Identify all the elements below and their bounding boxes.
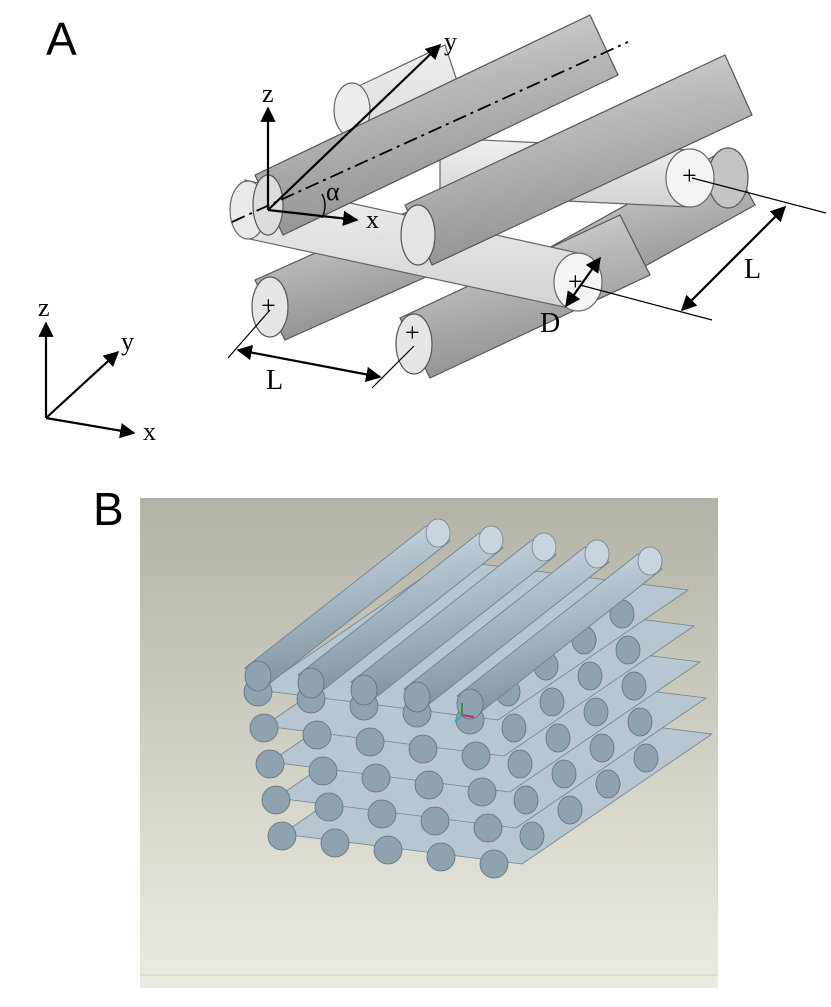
rod-end-cap [545, 723, 571, 753]
rod-lattice-diagram [229, 14, 756, 379]
rod-end-cap [557, 795, 583, 825]
rendered-rod-lattice [243, 518, 714, 879]
rod-end-cap [637, 546, 663, 576]
rod-end-cap [501, 713, 527, 743]
rod-end-cap [584, 539, 610, 569]
angle-arc [321, 193, 326, 219]
view-triad [454, 703, 475, 723]
rod-end-cap [589, 733, 615, 763]
rod-end-cap [420, 806, 450, 836]
rod-end-cap [577, 661, 603, 691]
rod-end-cap [267, 821, 297, 851]
rod-end-cap [467, 777, 497, 807]
rod-end-cap [408, 734, 438, 764]
rod-end-cap [308, 756, 338, 786]
rod-end-cap [478, 525, 504, 555]
rod-end-cap [456, 688, 484, 720]
local-y-label: y [444, 27, 457, 56]
dimensions: L D L [227, 177, 827, 396]
angle-alpha-label: α [326, 177, 340, 206]
rod-upper-right-dark [400, 54, 753, 266]
rod-end-cap [367, 799, 397, 829]
center-mark: + [682, 161, 697, 190]
local-x-label: x [366, 205, 379, 234]
rod-end-cap [403, 681, 431, 713]
rod-end-cap [627, 707, 653, 737]
rod-end-cap [513, 785, 539, 815]
rod-end-cap [255, 749, 285, 779]
global-y-axis [45, 350, 120, 419]
global-z-label: z [38, 293, 50, 322]
rod-end-cap [373, 835, 403, 865]
global-x-label: x [143, 417, 156, 446]
render-viewport [140, 498, 718, 988]
rod-end-cap [479, 849, 509, 879]
rod-end-cap [244, 660, 272, 692]
centerline [231, 41, 629, 223]
rod-end-cap [361, 763, 391, 793]
front-spacing-label: L [266, 365, 283, 396]
rod-end-cap [320, 828, 350, 858]
rod-end-cap [461, 741, 491, 771]
diameter-label: D [540, 308, 560, 339]
rod-end-cap [539, 687, 565, 717]
rod-end-cap [519, 821, 545, 851]
rod-end-cap [551, 759, 577, 789]
rod-end-cap [621, 671, 647, 701]
rod-end-cap [249, 713, 279, 743]
side-spacing-label: L [744, 254, 761, 285]
rod-end-cap [314, 792, 344, 822]
global-x-axis [45, 416, 136, 439]
front-spacing-line [236, 345, 382, 382]
center-mark: + [405, 318, 420, 347]
rod-end-cap [633, 743, 659, 773]
panel-a-label: A [46, 13, 77, 65]
diameter-line [565, 256, 601, 308]
side-spacing-line [680, 205, 787, 312]
local-y-axis [267, 43, 442, 211]
rod-end-cap [425, 518, 451, 548]
rod-end-cap [350, 674, 378, 706]
rod-end-cap [297, 667, 325, 699]
local-x-axis [267, 208, 359, 227]
rod-end-cap [507, 749, 533, 779]
rod-end-cap [414, 770, 444, 800]
rod-end-cap [355, 727, 385, 757]
global-axes: z y x [38, 293, 156, 446]
local-axes: z y x α [260, 27, 457, 234]
local-z-label: z [262, 79, 274, 108]
rod-end-cap [261, 785, 291, 815]
rod-end-cap [302, 720, 332, 750]
center-mark: + [261, 291, 276, 320]
rod-end-cap [473, 813, 503, 843]
rod-end-cap [583, 697, 609, 727]
panel-b-label: B [93, 483, 124, 535]
rod-end-cap [615, 635, 641, 665]
rod-end-cap [426, 842, 456, 872]
global-y-label: y [121, 327, 134, 356]
rod-end-cap [595, 769, 621, 799]
rod-end-cap [531, 532, 557, 562]
